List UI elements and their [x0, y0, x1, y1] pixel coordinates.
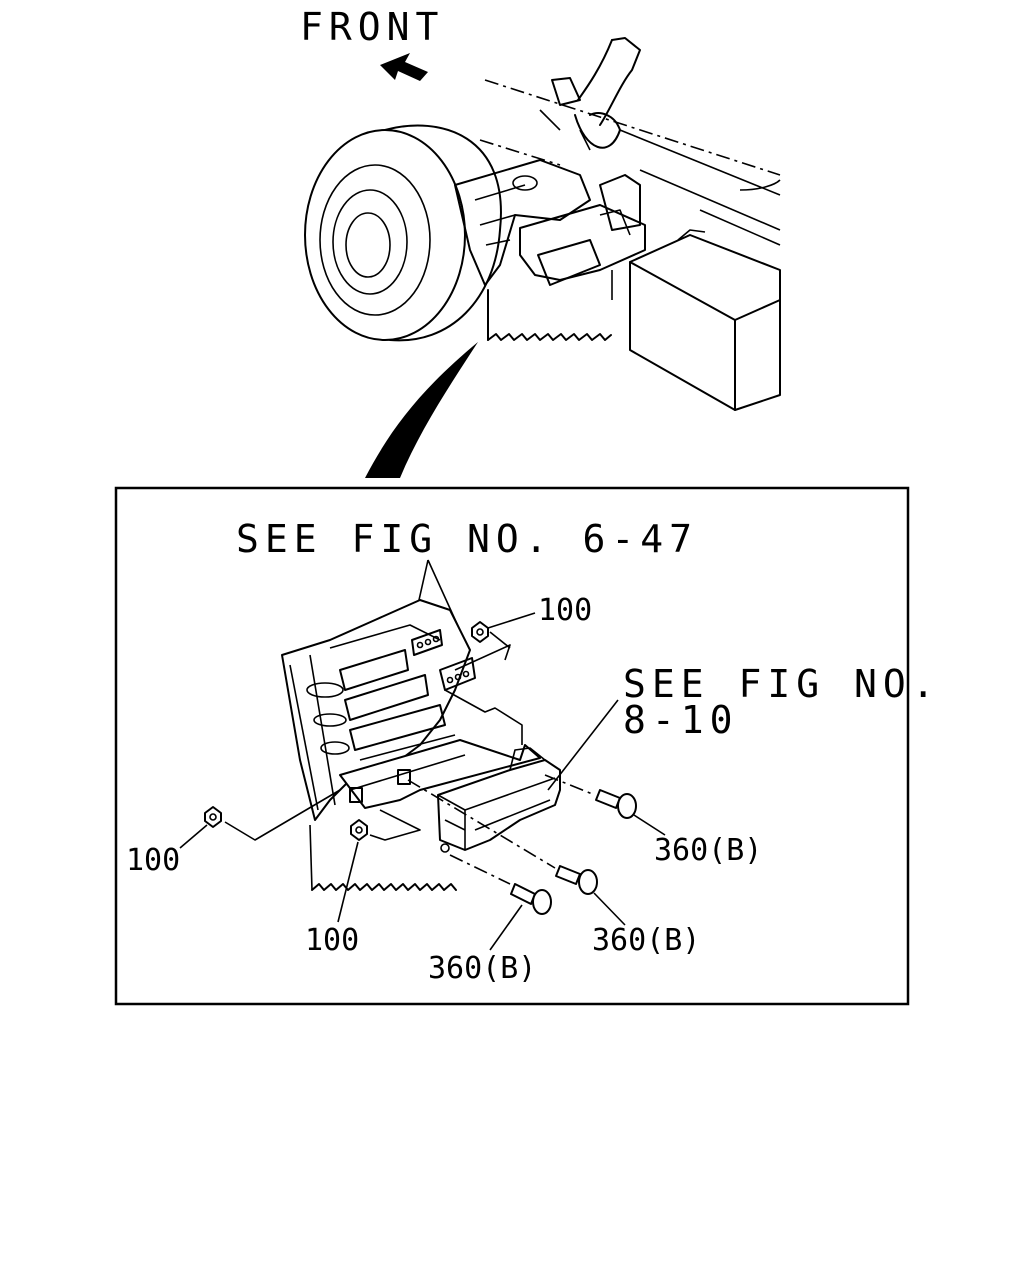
detail-view: SEE FIG NO. 6-47	[126, 517, 941, 986]
part-label-360b-right: 360(B)	[654, 833, 762, 868]
see-fig-6-47-label: SEE FIG NO. 6-47	[236, 517, 698, 561]
part-label-100-top: 100	[538, 593, 592, 628]
leader-8-10	[547, 699, 619, 791]
bracket-overview	[454, 159, 646, 341]
part-label-100-left: 100	[126, 843, 180, 878]
bolt-icon	[555, 865, 598, 895]
nut-icon	[350, 819, 368, 841]
tow-hook	[551, 37, 641, 151]
nut-icon	[204, 806, 222, 828]
front-arrow-icon	[380, 53, 428, 81]
part-label-360b-middle: 360(B)	[592, 923, 700, 958]
mounting-bracket	[281, 599, 541, 891]
see-fig-8-10-label-line2: 8-10	[623, 698, 739, 742]
part-label-360b-bottom: 360(B)	[428, 951, 536, 986]
bolt-icon	[595, 789, 637, 819]
detail-frame	[114, 486, 910, 1006]
bolt-icon	[510, 883, 552, 915]
vehicle-overview: FRONT	[300, 5, 781, 478]
harness-line-3	[369, 809, 421, 841]
tire-icon	[304, 124, 502, 342]
harness-line-2	[454, 644, 511, 671]
control-unit	[437, 747, 561, 853]
nut-icon	[471, 621, 489, 643]
battery	[629, 229, 781, 411]
callout-pointer-icon	[365, 342, 478, 478]
front-label: FRONT	[300, 5, 444, 49]
vehicle-frame	[479, 79, 781, 246]
harness-line	[444, 689, 523, 745]
see-fig-8-10-label-line1: SEE FIG NO.	[623, 662, 941, 706]
part-label-100-bottom: 100	[305, 923, 359, 958]
